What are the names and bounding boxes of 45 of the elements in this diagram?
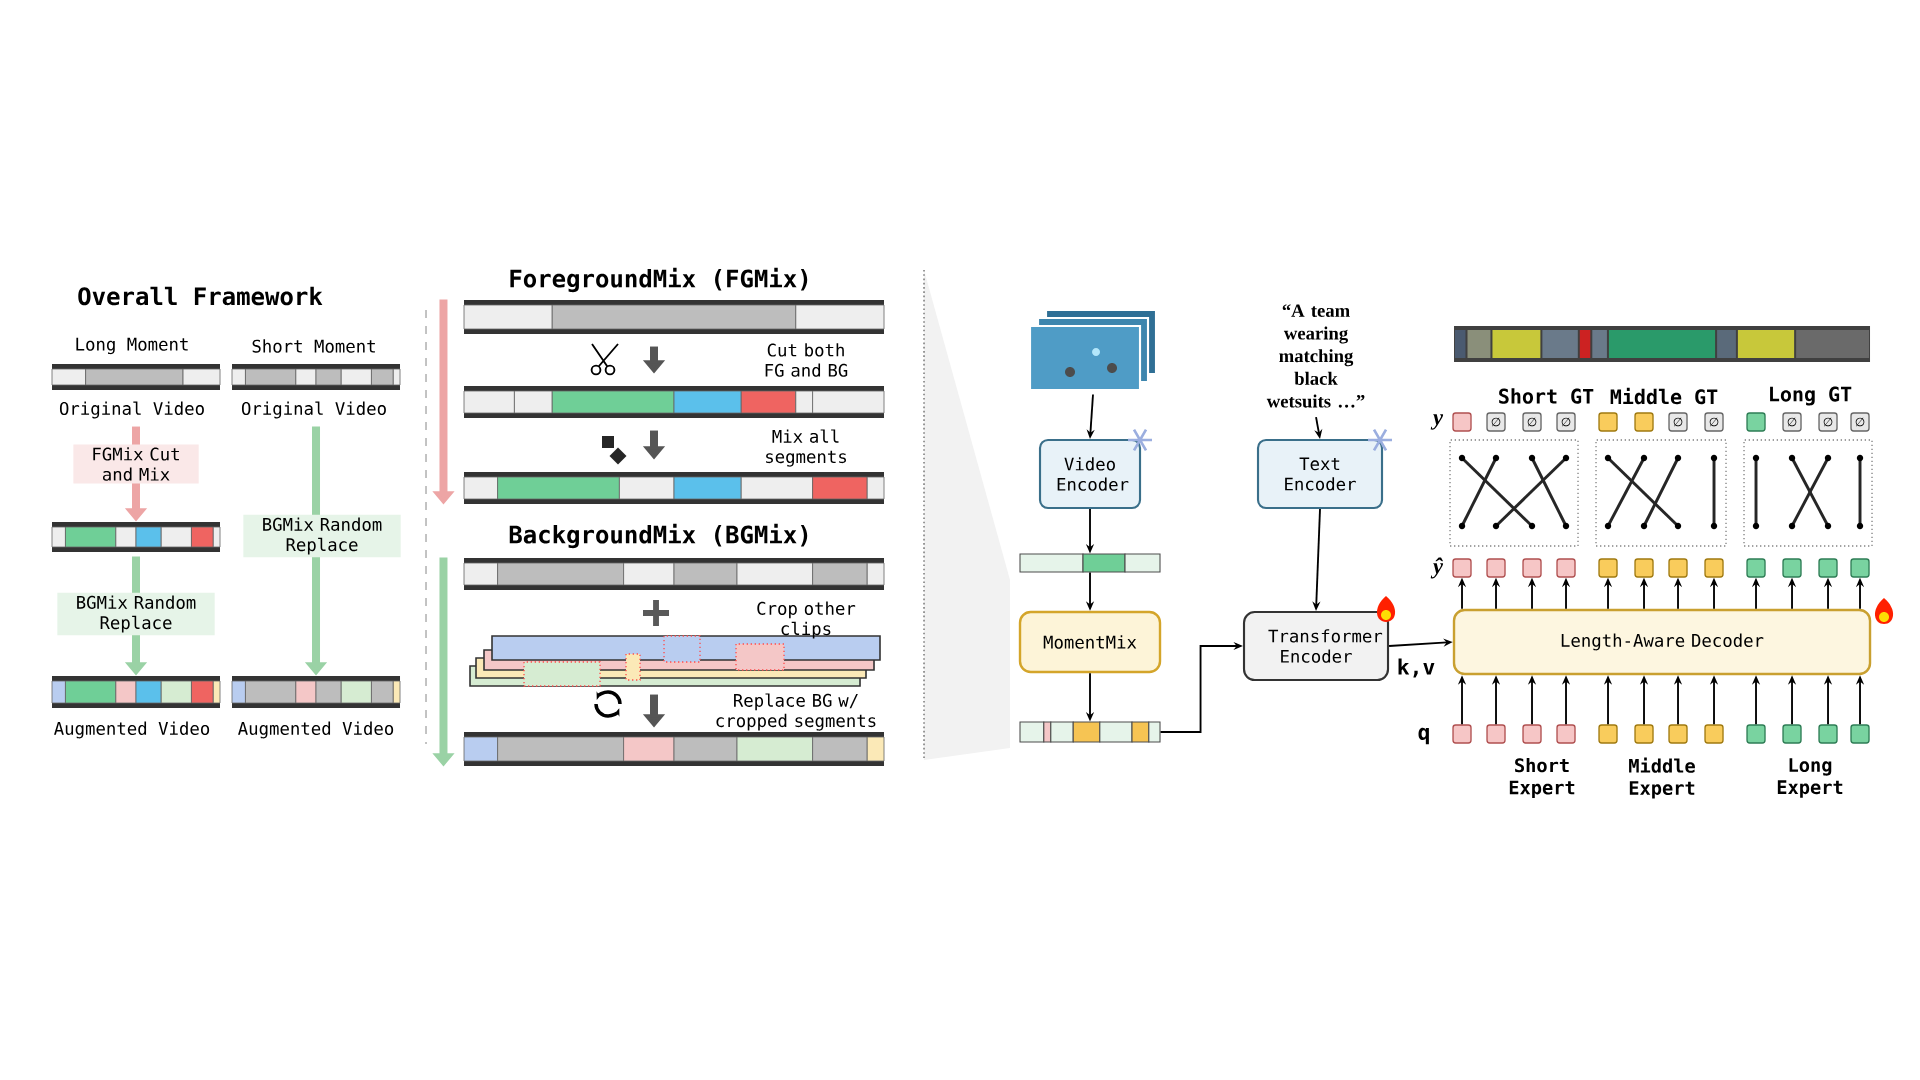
bar-caption: Augmented Video (238, 721, 394, 739)
group-heading: Middle GT (1610, 387, 1718, 405)
bar-caption: Original Video (59, 401, 204, 419)
encoder-box: Text Encoder (1256, 438, 1384, 510)
matching-box (1743, 439, 1873, 547)
video-frames-picture (1028, 308, 1158, 392)
group-label: Long Expert (1777, 758, 1843, 798)
bar-caption: Original Video (241, 401, 386, 419)
clip-stack-drawing (469, 635, 881, 687)
group-label: Middle Expert (1629, 757, 1695, 799)
video-bar (463, 386, 885, 418)
step-text: Crop other clips (757, 601, 856, 639)
step-text: Cut both FG and BG (765, 343, 848, 377)
row-label: y (1430, 414, 1444, 430)
section-title: Overall Framework (78, 286, 323, 306)
edge-label: k,v (1394, 655, 1438, 681)
video-bar (463, 300, 885, 334)
video-bar (463, 472, 885, 504)
group-heading: Long GT (1770, 386, 1852, 406)
matching-box (1449, 439, 1579, 547)
row-label: q (1418, 727, 1429, 745)
edge-label: BGMix Random Replace (57, 592, 215, 636)
video-bar (463, 558, 885, 590)
encoder-box: Transformer Encoder (1242, 610, 1390, 682)
video-strip-picture (1454, 326, 1870, 362)
video-bar (463, 732, 885, 766)
bar-caption: Long Moment (76, 337, 188, 355)
video-bar (51, 522, 221, 552)
step-text: Replace BG w/ cropped segments (716, 693, 876, 731)
video-bar (1019, 721, 1161, 743)
decoder-box: Length-Aware Decoder (1452, 608, 1872, 676)
bar-caption: Augmented Video (54, 721, 210, 739)
query-text: “A team wearing matching black wetsuits …” (1266, 304, 1365, 408)
edge-label: BGMix Random Replace (243, 514, 401, 558)
mixing-box: MomentMix (1018, 610, 1162, 674)
bar-caption: Short Moment (252, 339, 375, 353)
step-text: Mix all segments (766, 429, 846, 467)
video-bar (1019, 553, 1161, 573)
matching-box (1595, 439, 1727, 547)
edge-label: FGMix Cut and Mix (73, 444, 199, 484)
section-title: BackgroundMix (BGMix) (509, 523, 808, 549)
group-label: Short Expert (1509, 757, 1575, 799)
encoder-box: Video Encoder (1038, 438, 1142, 510)
row-label: ŷ (1430, 557, 1444, 579)
group-heading: Short GT (1499, 388, 1594, 404)
